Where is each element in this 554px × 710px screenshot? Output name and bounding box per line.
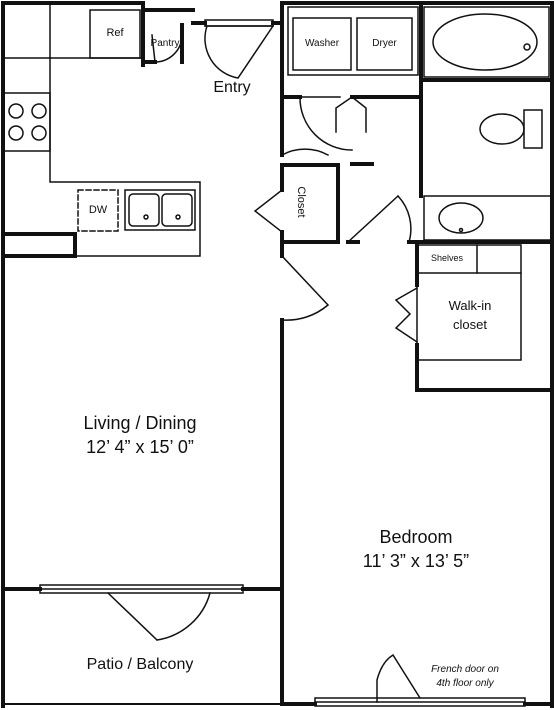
walkin-closet-label-line2: closet (453, 317, 487, 332)
dw-label: DW (88, 204, 108, 216)
kitchen-sink-icon (124, 189, 196, 231)
doors (151, 19, 412, 321)
bath-fixtures (423, 6, 553, 241)
french-door-icon (314, 653, 526, 707)
entry-label: Entry (213, 79, 251, 96)
patio-label: Patio / Balcony (86, 656, 194, 673)
washer-label: Washer (304, 38, 340, 49)
dishwasher-box (77, 189, 119, 232)
closet-label: Closet (295, 186, 307, 218)
shelves-label: Shelves (430, 253, 464, 263)
patio-sliding-door-icon (39, 584, 244, 642)
french-door-note-line2: 4th floor only (436, 678, 494, 689)
bedroom-size: 11’ 3” x 13’ 5” (362, 551, 470, 571)
ref-label: Ref (106, 27, 124, 39)
living-dining-name: Living / Dining (83, 413, 197, 433)
bedroom-name: Bedroom (379, 527, 453, 547)
walkin-bifold-door-icon (394, 286, 419, 344)
refrigerator-box (89, 9, 141, 59)
living-dining-size: 12’ 4” x 15’ 0” (86, 437, 194, 457)
pantry-label: Pantry (150, 38, 180, 49)
walkin-closet-label-line1: Walk-in (448, 298, 492, 313)
french-door-note-line1: French door on (431, 664, 499, 675)
dryer-label: Dryer (372, 38, 397, 49)
walkin-closet-outline (416, 244, 522, 361)
laundry-area (287, 6, 419, 76)
cooktop-burners-icon (8, 103, 47, 141)
